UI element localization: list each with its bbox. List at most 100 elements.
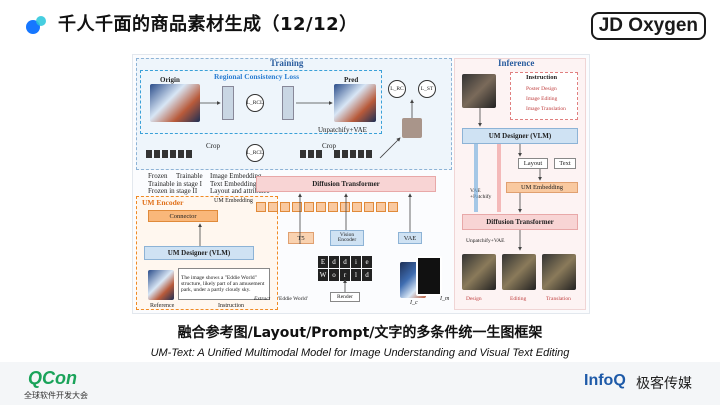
embedding-token — [340, 202, 350, 212]
training-diffusion-transformer: Diffusion Transformer — [256, 176, 436, 192]
um-designer-block: UM Designer (VLM) — [144, 246, 254, 260]
design-label: Design — [466, 296, 482, 302]
translation-output-image — [542, 254, 576, 290]
glyph-cell: d — [329, 256, 339, 268]
glyph-cell: d — [340, 256, 350, 268]
crop-token — [300, 150, 306, 158]
embedding-token — [376, 202, 386, 212]
origin-embedding-block — [222, 86, 234, 120]
crop-token — [350, 150, 356, 158]
glyph-cell: o — [329, 269, 339, 281]
translation-label: Translation — [546, 296, 571, 302]
glyph-cell: r — [340, 269, 350, 281]
glyph-cell: l — [351, 269, 361, 281]
crop-token — [334, 150, 340, 158]
connector-block: Connector — [148, 210, 218, 222]
text-block: Text — [554, 158, 576, 169]
ic-label: I_c — [410, 300, 418, 306]
slide-subcaption: UM-Text: A Unified Multimodal Model for … — [150, 347, 570, 359]
um-embedding-label: UM Embedding — [214, 198, 253, 204]
legend-frozen-stage2: Frozen in stage II — [148, 187, 198, 195]
origin-label: Origin — [160, 76, 180, 84]
crop-token — [366, 150, 372, 158]
legend-frozen: Frozen — [148, 172, 168, 180]
glyph-cell: W — [318, 269, 328, 281]
legend-text-embedding: Text Embedding — [210, 180, 257, 188]
unpatchify-label: Unpatchify+VAE — [318, 126, 367, 134]
legend-trainable-stage1: Trainable in stage I — [148, 180, 202, 188]
crop-token — [146, 150, 152, 158]
training-title: Training — [270, 58, 304, 68]
embedding-token — [280, 202, 290, 212]
instruction-quote: The image shows a "Eddie World" structur… — [178, 268, 270, 300]
eddie-world-label: 'Eddie World' — [278, 296, 308, 302]
slide-caption: 融合参考图/Layout/Prompt/文字的多条件统一生图框架 — [177, 325, 543, 341]
embedding-token — [364, 202, 374, 212]
rc-loss-circle: L_RC — [388, 80, 406, 98]
brand-logo: JD Oxygen — [590, 12, 706, 40]
inf-um-designer-block: UM Designer (VLM) — [462, 128, 578, 144]
inf-instruction-title: Instruction — [526, 74, 558, 81]
design-output-image — [462, 254, 496, 290]
legend-layout-attr: Layout and attributes — [210, 187, 270, 195]
um-encoder-title: UM Encoder — [142, 198, 184, 207]
noise-image — [402, 118, 422, 138]
jike-logo: 极客传媒 — [636, 376, 692, 392]
glyph-cell: e — [362, 256, 372, 268]
editing-output-image — [502, 254, 536, 290]
image-editing-label: Image Editing — [526, 96, 558, 102]
diagram-arrows — [198, 99, 542, 292]
vae-block: VAE — [398, 232, 422, 244]
origin-image — [150, 84, 200, 122]
crop-token — [316, 150, 322, 158]
embedding-token — [268, 202, 278, 212]
pred-embedding-block — [282, 86, 294, 120]
t5-block: T5 — [288, 232, 314, 244]
embedding-token — [328, 202, 338, 212]
inference-title: Inference — [498, 58, 535, 68]
title-bullet-dot-small — [36, 16, 46, 26]
pred-image — [334, 84, 376, 122]
crop-token — [308, 150, 314, 158]
render-block: Render — [330, 292, 360, 302]
inference-instruction-box — [510, 72, 578, 120]
embedding-token — [292, 202, 302, 212]
image-translation-label: Image Translation — [526, 106, 566, 112]
crop-label-right: Crop — [322, 142, 336, 150]
glyph-cell: i — [351, 256, 361, 268]
embedding-token — [304, 202, 314, 212]
st-loss-circle: L_ST — [418, 80, 436, 98]
poster-design-label: Poster Design — [526, 86, 557, 92]
infoq-logo: InfoQ — [584, 372, 626, 389]
crop-token — [162, 150, 168, 158]
legend-image-embedding: Image Embedding — [210, 172, 262, 180]
rcl-loss-circle: L_RCL — [246, 94, 264, 112]
reference-label: Reference — [150, 303, 175, 309]
editing-label: Editing — [510, 296, 527, 302]
inference-input-image — [462, 74, 496, 108]
extract-label: Extract — [254, 296, 271, 302]
glyph-cell: E — [318, 256, 328, 268]
inf-diffusion-block: Diffusion Transformer — [462, 214, 578, 230]
embedding-token — [316, 202, 326, 212]
crop-token — [358, 150, 364, 158]
ir-image — [416, 256, 442, 296]
crop-token — [186, 150, 192, 158]
embedding-token — [256, 202, 266, 212]
legend-trainable: Trainable — [176, 172, 203, 180]
im-label: I_m — [440, 296, 450, 302]
embedding-token — [352, 202, 362, 212]
rcl-loss-circle-2: L_RCL — [246, 144, 264, 162]
inf-unpatchify-label: Unpatchify+VAE — [466, 238, 505, 244]
footer-bar — [0, 362, 720, 405]
crop-token — [342, 150, 348, 158]
crop-token — [154, 150, 160, 158]
vision-encoder-block: Vision Encoder — [330, 230, 364, 246]
glyph-cell: d — [362, 269, 372, 281]
crop-label-left: Crop — [206, 142, 220, 150]
regional-loss-box — [140, 70, 382, 134]
pred-label: Pred — [344, 76, 359, 84]
embedding-token — [388, 202, 398, 212]
qcon-logo: QCon — [28, 368, 77, 388]
qcon-subtitle: 全球软件开发大会 — [24, 391, 88, 400]
